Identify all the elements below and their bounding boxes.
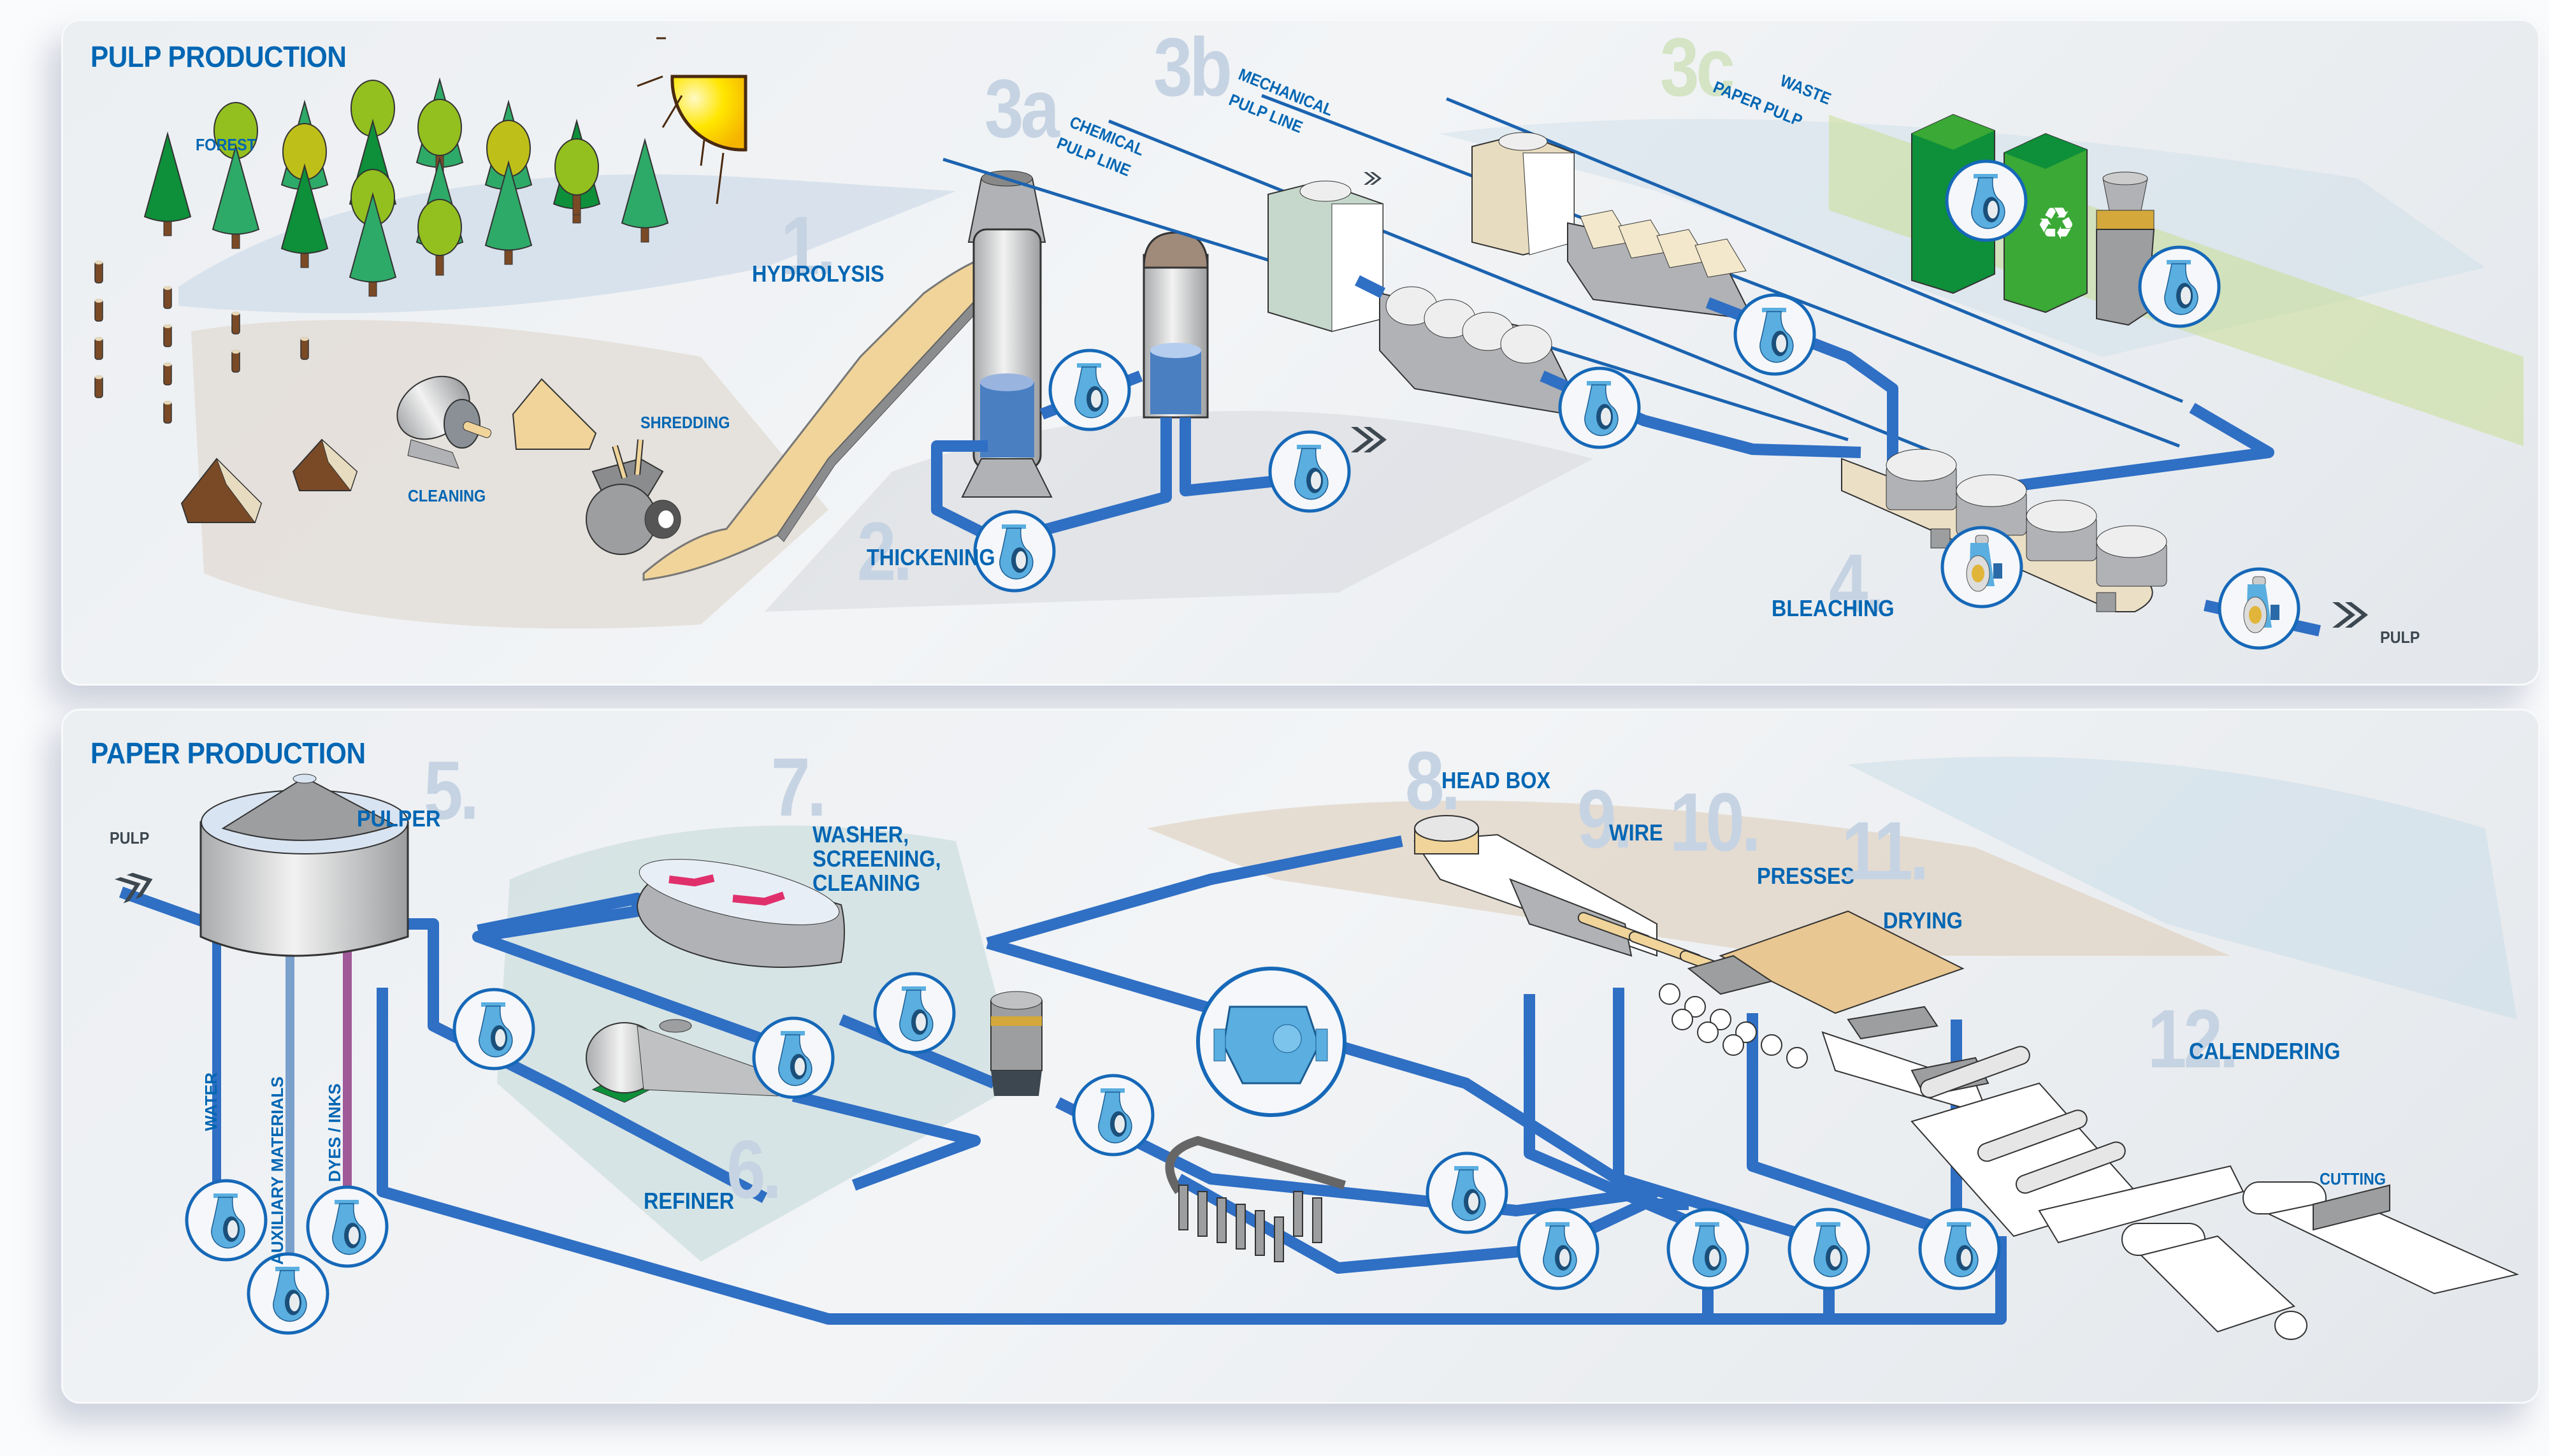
label-drying: DRYING <box>1883 907 1963 933</box>
step-number-7: 7. <box>771 740 827 833</box>
pump-mechanical-line[interactable] <box>1735 295 1814 374</box>
pump-waste-paper[interactable] <box>1947 161 2026 240</box>
washer-tank <box>636 859 845 968</box>
mechanical-refiner-bins <box>1567 210 1747 320</box>
mechanical-pulp-tank <box>1471 132 1575 256</box>
step-number-11: 11. <box>1842 804 1929 897</box>
label-head-box: HEAD BOX <box>1441 767 1551 793</box>
label-shredding: SHREDDING <box>640 413 730 432</box>
pump-cleaner-out[interactable] <box>1074 1076 1153 1155</box>
label-auxiliary-materials: AUXILIARY MATERIALS <box>268 1076 287 1265</box>
debarking-drum <box>396 375 492 469</box>
pump-water[interactable] <box>187 1181 266 1260</box>
refiner <box>586 1019 778 1103</box>
label-pulper: PULPER <box>357 805 441 832</box>
pulp-production-title: PULP PRODUCTION <box>90 40 347 73</box>
double-suction-pump-icon[interactable] <box>1196 967 1347 1117</box>
step-number-10: 10. <box>1670 775 1761 869</box>
cleaner-vessel <box>990 991 1043 1096</box>
paper-production-title: PAPER PRODUCTION <box>90 737 366 770</box>
floor-wash <box>765 410 1593 612</box>
recycle-icon: ♻ <box>2036 198 2076 250</box>
pulper-vessel-waste <box>2096 171 2155 326</box>
label-pulp-out: PULP <box>2380 628 2420 647</box>
pump-chemical-line[interactable] <box>1560 368 1639 447</box>
pump-drying-water[interactable] <box>1920 1209 1999 1288</box>
pump-waste-pulper[interactable] <box>2140 247 2219 326</box>
step-number-3c: 3c <box>1660 20 1735 113</box>
pump-press-water[interactable] <box>1789 1209 1868 1288</box>
label-washer-3: CLEANING <box>812 870 921 896</box>
flow-arrow-pulp-out <box>2332 602 2368 628</box>
label-presses: PRESSES <box>1757 863 1855 889</box>
paper-machine <box>1413 815 2244 1244</box>
log-pile-clean <box>512 378 597 450</box>
label-bleaching: BLEACHING <box>1772 595 1895 621</box>
sun-icon <box>637 37 747 205</box>
pump-hydrocyclone-reject[interactable] <box>1519 1209 1598 1288</box>
step-number-12: 12. <box>2148 992 2239 1085</box>
ground-wash <box>191 320 828 629</box>
label-water: WATER <box>201 1072 220 1131</box>
label-wire: WIRE <box>1609 819 1663 846</box>
pulper-vessel <box>199 774 409 957</box>
step-number-2: 2. <box>857 505 913 598</box>
label-pulp-in: PULP <box>110 828 150 847</box>
step-number-1: 1. <box>781 199 836 292</box>
pump-washer-return[interactable] <box>754 1018 833 1097</box>
thickener-vessel <box>1143 231 1209 419</box>
shredder <box>586 439 681 555</box>
label-calendering: CALENDERING <box>2189 1038 2341 1064</box>
label-washer-2: SCREENING, <box>812 846 941 872</box>
label-cutting: CUTTING <box>2320 1169 2386 1188</box>
label-cleaning: CLEANING <box>408 486 486 505</box>
label-hydrolysis: HYDROLYSIS <box>752 261 885 287</box>
step-number-9: 9. <box>1577 772 1633 865</box>
step-number-8: 8. <box>1405 734 1461 827</box>
label-washer-1: WASHER, <box>812 821 909 847</box>
pump-chemical-out[interactable] <box>1270 432 1349 511</box>
pump-auxiliary-materials[interactable] <box>249 1254 328 1333</box>
sky-wash-paper <box>1848 756 2517 1020</box>
step-number-3b: 3b <box>1153 20 1232 113</box>
step-number-6: 6. <box>726 1123 782 1216</box>
label-dyes-inks: DYES / INKS <box>325 1083 344 1182</box>
pump-hydrocyclone[interactable] <box>1427 1153 1506 1232</box>
pump-pulper-out[interactable] <box>454 990 533 1069</box>
label-refiner: REFINER <box>644 1188 735 1214</box>
process-pump-pulp-out[interactable] <box>2220 569 2299 648</box>
cutting-station <box>2121 1181 2520 1340</box>
label-forest: FOREST <box>196 135 256 154</box>
flow-arrow-3a <box>1364 172 1382 185</box>
chemical-pulp-tank <box>1267 180 1383 333</box>
hydrolysis-vessel <box>961 170 1053 498</box>
step-number-4: 4. <box>1829 537 1884 630</box>
pump-dyes-inks[interactable] <box>308 1187 387 1266</box>
label-thickening: THICKENING <box>867 544 995 570</box>
log-pile-raw <box>180 438 358 524</box>
process-pump-bleaching[interactable] <box>1942 528 2021 607</box>
pump-wire-water[interactable] <box>1668 1209 1747 1288</box>
pump-hydrolysis[interactable] <box>1050 350 1129 429</box>
step-number-5: 5. <box>424 744 479 837</box>
chemical-washer-drums <box>1379 286 1568 415</box>
step-number-3a: 3a <box>985 62 1060 155</box>
pump-washer-out[interactable] <box>875 974 954 1053</box>
hydrocyclone-cleaners <box>1165 1135 1347 1262</box>
